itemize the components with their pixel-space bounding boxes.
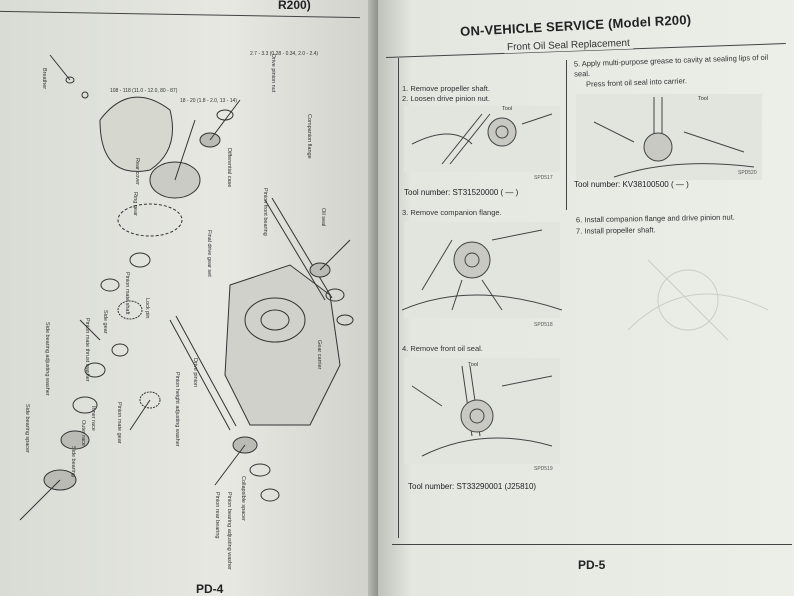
part-label: Side bearing spacer (24, 404, 30, 453)
part-label: Pinion rear bearing (214, 492, 220, 539)
footer-rule (392, 544, 792, 545)
figure-number: SPD518 (534, 322, 553, 328)
part-label: Gear carrier (316, 340, 322, 370)
right-page-number: PD-5 (578, 558, 606, 572)
part-label: Pinion mate thrust washer (84, 318, 90, 382)
part-label: Oil seal (320, 208, 326, 227)
step-2: 2. Loosen drive pinion nut. (402, 94, 490, 103)
svg-text:18 - 20 (1.8 - 2.0, 13 - 14): 18 - 20 (1.8 - 2.0, 13 - 14) (180, 98, 237, 104)
left-header-fragment: R200) (278, 0, 311, 12)
part-label: Final drive gear set (206, 230, 212, 277)
part-label: Inner race (90, 406, 96, 431)
part-label: Differential case (226, 148, 232, 188)
tool-label: Tool (698, 96, 709, 102)
step-5b: Press front oil seal into carrier. (585, 76, 687, 89)
column-divider (566, 60, 567, 210)
bleed-through-shadow (627, 259, 769, 341)
step-3: 3. Remove companion flange. (402, 208, 502, 217)
part-label: Pinion height adjusting washer (174, 372, 180, 447)
left-page: R200) (0, 0, 380, 596)
section-title: Front Oil Seal Replacement (503, 37, 633, 54)
part-label: Outer race (80, 420, 86, 446)
step-7: 7. Install propeller shaft. (575, 225, 656, 236)
tool-number-1: Tool number: ST31520000 ( — ) (404, 188, 519, 197)
svg-text:2.7 - 3.3 (0.28 - 0.34, 2.0 -: 2.7 - 3.3 (0.28 - 0.34, 2.0 - 2.4) (250, 51, 318, 57)
right-page: ON-VEHICLE SERVICE (Model R200) Front Oi… (378, 0, 794, 596)
svg-text:108 - 118 (11.0 - 12.0, 80 - 8: 108 - 118 (11.0 - 12.0, 80 - 87) (110, 88, 178, 94)
tool-label: Tool (502, 106, 513, 112)
step-4: 4. Remove front oil seal. (402, 344, 483, 353)
part-label: Side bearing adjusting washer (44, 322, 50, 396)
exploded-view-diagram: 2.7 - 3.3 (0.28 - 0.34, 2.0 - 2.4) 18 - … (19, 51, 354, 521)
part-label: Pinion mate gear (116, 402, 122, 444)
figure-number: SPD520 (738, 170, 757, 176)
part-label: Collapsible spacer (240, 476, 246, 521)
part-label: Side gear (102, 310, 108, 334)
part-label: Pinion bearing adjusting washer (226, 492, 232, 570)
step-6: 6. Install companion flange and drive pi… (575, 212, 735, 225)
page-header-title: ON-VEHICLE SERVICE (Model R200) (459, 11, 692, 40)
part-label: Ring gear (132, 192, 138, 216)
part-label: Pinion mate shaft (124, 272, 130, 315)
part-label: Breather (41, 68, 47, 90)
part-label: Drive pinion (192, 358, 198, 388)
part-label: Pinion front bearing (262, 188, 268, 236)
part-label: Side bearing (70, 446, 76, 477)
part-label: Rear cover (134, 158, 140, 185)
tool-number-3: Tool number: ST33290001 (J25810) (408, 482, 537, 491)
step-1: 1. Remove propeller shaft. (402, 84, 490, 93)
tool-number-4: Tool number: KV38100500 ( — ) (574, 180, 689, 189)
figure-number: SPD517 (534, 175, 553, 181)
part-label: Lock pin (144, 298, 150, 319)
part-label: Companion flange (306, 114, 312, 159)
step-5: 5. Apply multi-purpose grease to cavity … (573, 52, 769, 79)
tool-label: Tool (468, 362, 479, 368)
figure-install-oil-seal (576, 94, 762, 180)
figure-number: SPD519 (534, 466, 553, 472)
page-left-rule (398, 58, 399, 538)
figure-companion-flange (402, 222, 562, 318)
figure-propeller-shaft (404, 106, 560, 172)
part-label: Drive pinion nut (270, 54, 276, 93)
left-page-number: PD-4 (196, 582, 224, 596)
figure-front-oil-seal (404, 358, 560, 464)
